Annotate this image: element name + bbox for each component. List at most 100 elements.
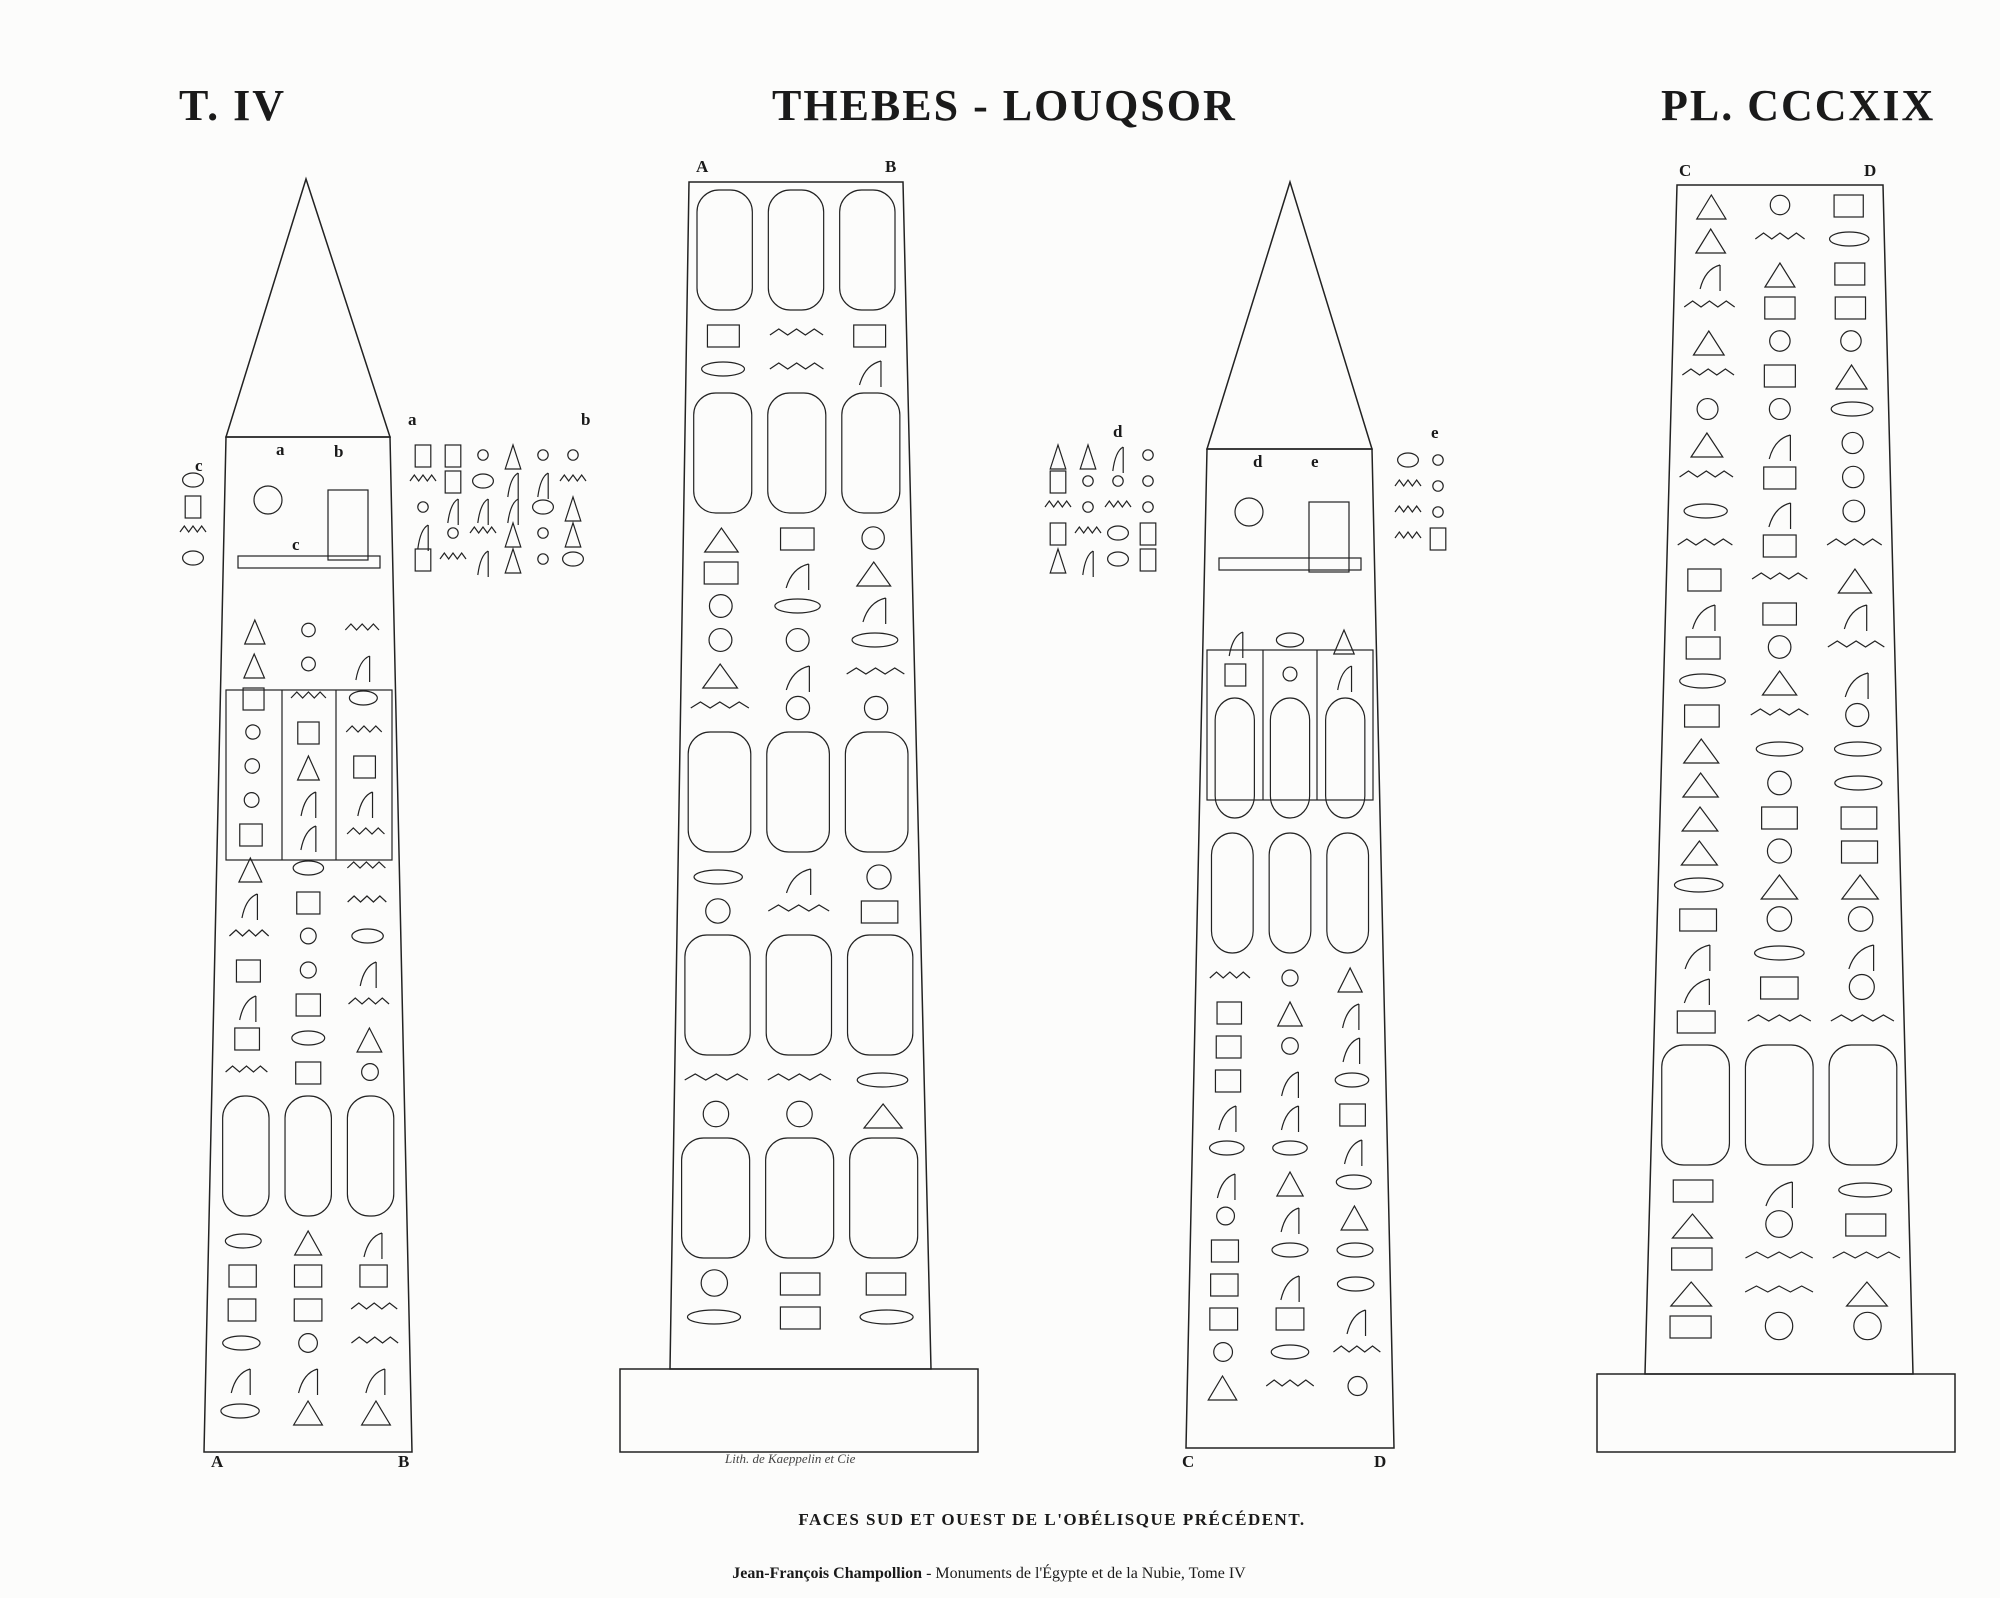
hieroglyph (708, 627, 733, 653)
hieroglyph (1767, 770, 1792, 796)
hieroglyph (1669, 1315, 1712, 1339)
hieroglyph (846, 934, 914, 1056)
hieroglyph (243, 618, 266, 645)
hieroglyph (779, 527, 815, 551)
label-C: C (1679, 161, 1692, 180)
hieroglyph (1744, 1044, 1814, 1166)
hieroglyph (253, 485, 283, 515)
hieroglyph (769, 362, 824, 370)
hieroglyph (785, 563, 810, 590)
volume-label: T. IV (179, 81, 286, 130)
hieroglyph (244, 758, 261, 774)
hieroglyph (1332, 628, 1356, 655)
hieroglyph (866, 864, 892, 890)
hieroglyph (1214, 1069, 1242, 1093)
hieroglyph (1049, 443, 1067, 470)
hieroglyph (1342, 1003, 1360, 1030)
hieroglyph (299, 961, 317, 979)
obelisk-west-face-2 (1596, 184, 1956, 1453)
hieroglyph (1104, 499, 1132, 509)
hieroglyph (297, 721, 320, 745)
hieroglyph (702, 1100, 730, 1128)
hieroglyph (768, 904, 830, 912)
hieroglyph (1763, 466, 1797, 490)
hieroglyph (1394, 530, 1422, 540)
shaft (1644, 184, 1914, 1375)
hieroglyph (1270, 1344, 1310, 1360)
pyramidion (224, 176, 392, 438)
label-A: A (211, 1452, 224, 1471)
footer-citation: Jean-François Champollion - Monuments de… (0, 1565, 1978, 1583)
hieroglyph (851, 632, 899, 648)
hieroglyph (1276, 1000, 1304, 1027)
hieroglyph (1209, 971, 1251, 979)
hieroglyph (537, 472, 549, 499)
hieroglyph (862, 597, 887, 624)
hieroglyph (504, 547, 522, 574)
footer-author: Jean-François Champollion (732, 1565, 923, 1582)
hieroglyph (1106, 525, 1129, 541)
hieroglyph (1827, 640, 1885, 648)
hieroglyph (1834, 262, 1866, 286)
hieroglyph (1761, 669, 1798, 696)
hieroglyph (447, 527, 459, 539)
hieroglyph (1228, 631, 1244, 658)
hieroglyph (1268, 832, 1312, 954)
hieroglyph (1848, 973, 1875, 1001)
hieroglyph (1208, 1140, 1245, 1156)
hieroglyph (225, 689, 393, 861)
hieroglyph (765, 1137, 835, 1259)
hieroglyph (1049, 547, 1067, 574)
hieroglyph (351, 1336, 399, 1344)
hieroglyph (1766, 838, 1793, 864)
hieroglyph (856, 1072, 909, 1088)
hieroglyph (1343, 1139, 1363, 1166)
hieroglyph (767, 1073, 832, 1081)
hieroglyph (767, 189, 825, 311)
hieroglyph (1769, 330, 1791, 352)
hieroglyph (1834, 296, 1867, 320)
hieroglyph (1308, 501, 1350, 573)
hieroglyph (1761, 806, 1798, 830)
hieroglyph (357, 791, 374, 818)
hieroglyph (1699, 264, 1721, 291)
hieroglyph (1432, 480, 1444, 492)
hieroglyph (1747, 1014, 1812, 1022)
hieroglyph (786, 1100, 813, 1128)
inset-label-b: b (581, 410, 591, 429)
hieroglyph (472, 473, 495, 489)
hieroglyph (414, 548, 432, 572)
hieroglyph (863, 695, 889, 721)
hieroglyph (1340, 1204, 1369, 1231)
hieroglyph (1394, 504, 1422, 514)
hieroglyph (537, 553, 549, 565)
shaft (203, 436, 413, 1453)
hieroglyph-columns (179, 189, 1901, 1426)
hieroglyph (292, 1399, 324, 1426)
hieroglyph (1206, 649, 1374, 801)
hieroglyph (225, 1065, 268, 1073)
hieroglyph (1832, 1251, 1901, 1259)
hieroglyph (1280, 1275, 1300, 1302)
hieroglyph (1853, 1311, 1882, 1341)
hieroglyph (284, 1095, 332, 1217)
hieroglyph (1765, 1210, 1794, 1238)
hieroglyph (1432, 454, 1444, 466)
hieroglyph (182, 472, 205, 488)
hieroglyph (844, 731, 909, 853)
label-B: B (398, 1452, 410, 1471)
hieroglyph (1337, 665, 1353, 692)
hieroglyph (1271, 1242, 1309, 1258)
hieroglyph (1216, 1173, 1236, 1200)
hieroglyph (1280, 1105, 1300, 1132)
hieroglyph (1671, 1213, 1714, 1239)
hieroglyph (1224, 663, 1247, 687)
hieroglyph (363, 1232, 383, 1259)
hieroglyph (1764, 1311, 1794, 1341)
hieroglyph (477, 498, 489, 525)
hieroglyph (1837, 567, 1873, 594)
shaft (669, 181, 932, 1370)
hieroglyph (846, 667, 905, 675)
hieroglyph (1834, 363, 1869, 390)
